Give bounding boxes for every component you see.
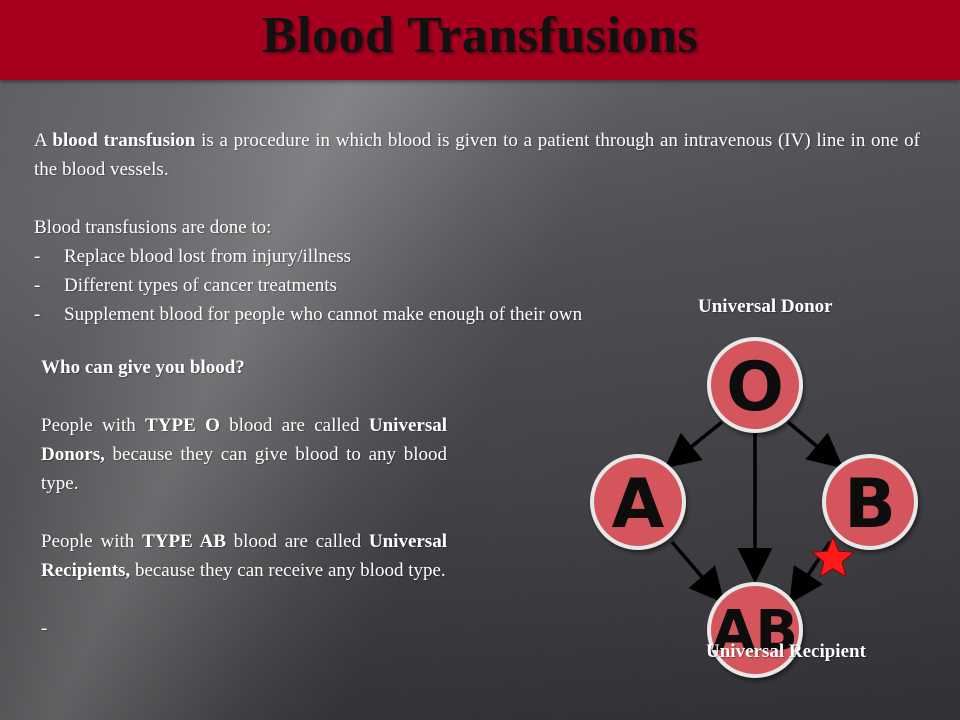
definition-term: blood transfusion <box>52 130 196 151</box>
recip-post: because they can receive any blood type. <box>130 560 446 581</box>
star-icon <box>810 535 856 578</box>
reasons-list: -Replace blood lost from injury/illness … <box>34 242 920 329</box>
reasons-heading: Blood transfusions are done to: <box>34 217 272 238</box>
arrow-o-to-a <box>664 420 724 469</box>
bullet-marker: - <box>34 275 41 296</box>
node-a-label: A <box>612 465 665 544</box>
reason-text: Replace blood lost from injury/illness <box>64 246 352 267</box>
node-a: A <box>590 454 686 550</box>
recipient-paragraph: People with TYPE AB blood are called Uni… <box>41 527 447 585</box>
definition-paragraph: A blood transfusion is a procedure in wh… <box>34 126 920 184</box>
donor-mid: blood are called <box>219 415 369 436</box>
definition-suffix: is a procedure in which blood is given t… <box>34 130 920 180</box>
list-item: - Supplement blood for people who cannot … <box>34 300 920 329</box>
blood-type-diagram: O A B AB <box>590 337 918 678</box>
who-question: Who can give you blood? <box>41 353 447 382</box>
reason-text: Different types of cancer treatments <box>64 275 337 296</box>
bullet-marker: - <box>34 246 41 267</box>
recip-type: TYPE AB <box>142 531 226 552</box>
bullet-marker: - <box>34 304 41 325</box>
node-o-label: O <box>726 348 784 427</box>
intro-text-block: A blood transfusion is a procedure in wh… <box>34 126 920 329</box>
who-text-block: Who can give you blood? People with TYPE… <box>41 353 447 643</box>
donor-term: Universal Donors, <box>41 415 447 465</box>
donor-pre: People with <box>41 415 146 436</box>
donor-type: TYPE O <box>145 415 220 436</box>
universal-donor-label: Universal Donor <box>698 296 833 317</box>
arrow-a-to-ab <box>670 540 725 604</box>
definition-prefix: A <box>34 130 53 151</box>
node-o: O <box>707 337 803 433</box>
slide-title: Blood Transfusions <box>261 7 699 64</box>
who-question-text: Who can give you blood? <box>41 357 245 378</box>
node-ab: AB <box>707 582 803 678</box>
node-b: B <box>822 454 918 550</box>
trailing-dash: - <box>41 618 48 639</box>
donor-post: because they can give blood to any blood… <box>41 444 447 494</box>
recip-term: Universal Recipients, <box>41 531 447 581</box>
list-item: - Replace blood lost from injury/illness <box>34 242 920 271</box>
node-b-label: B <box>844 465 896 544</box>
reason-text: Supplement blood for people who cannot m… <box>64 304 583 325</box>
recip-pre: People with <box>41 531 143 552</box>
donor-paragraph: People with TYPE O blood are called Univ… <box>41 411 447 498</box>
universal-recipient-label: Universal Recipient <box>706 641 866 662</box>
node-ab-label: AB <box>712 599 798 664</box>
arrow-o-to-b <box>786 420 844 469</box>
title-bar: Blood Transfusions <box>0 0 960 80</box>
recip-mid: blood are called <box>225 531 369 552</box>
list-item: - Different types of cancer treatments <box>34 271 920 300</box>
